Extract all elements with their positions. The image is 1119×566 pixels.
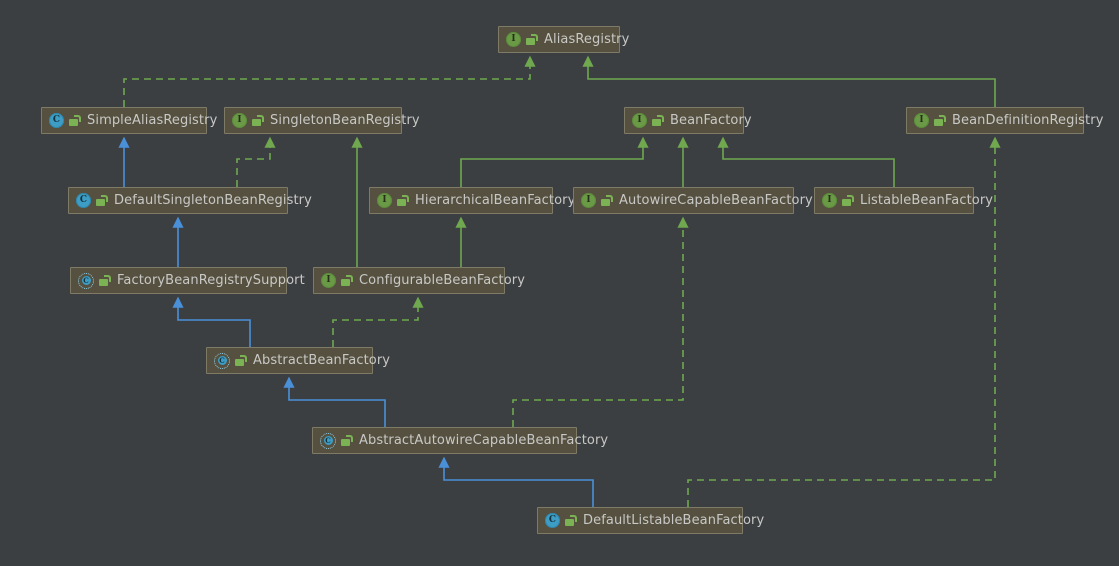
class-node-ConfigurableBeanFactory[interactable]: I ConfigurableBeanFactory: [313, 267, 525, 294]
class-node-AbstractBeanFactory[interactable]: C AbstractBeanFactory: [206, 347, 390, 374]
interface-icon: I: [822, 193, 837, 208]
node-badges: I: [632, 113, 664, 128]
interface-icon: I: [321, 273, 336, 288]
class-node-label: BeanFactory: [670, 113, 752, 128]
lock-icon: [341, 275, 353, 286]
node-badges: C: [76, 193, 108, 208]
lock-icon: [652, 115, 664, 126]
lock-icon: [601, 195, 613, 206]
lock-icon: [96, 195, 108, 206]
class-node-label: HierarchicalBeanFactory: [415, 193, 576, 208]
class-node-DefaultSingletonBeanRegistry[interactable]: C DefaultSingletonBeanRegistry: [68, 187, 312, 214]
abstract-class-icon: C: [78, 272, 94, 289]
node-badges: I: [822, 193, 854, 208]
class-icon: C: [76, 193, 91, 208]
lock-icon: [526, 34, 538, 45]
class-node-ListableBeanFactory[interactable]: I ListableBeanFactory: [814, 187, 993, 214]
class-node-label: ConfigurableBeanFactory: [359, 273, 526, 288]
node-badges: I: [914, 113, 946, 128]
lock-icon: [565, 515, 577, 526]
class-node-SimpleAliasRegistry[interactable]: C SimpleAliasRegistry: [41, 107, 217, 134]
class-node-label: BeanDefinitionRegistry: [952, 113, 1104, 128]
class-icon: C: [49, 113, 64, 128]
class-node-label: DefaultListableBeanFactory: [583, 513, 765, 528]
class-node-label: FactoryBeanRegistrySupport: [117, 273, 305, 288]
lock-icon: [235, 355, 247, 366]
class-node-BeanFactory[interactable]: I BeanFactory: [624, 107, 752, 134]
interface-icon: I: [506, 32, 521, 47]
class-node-label: SimpleAliasRegistry: [87, 113, 218, 128]
node-badges: C: [49, 113, 81, 128]
node-badges: I: [321, 273, 353, 288]
interface-icon: I: [914, 113, 929, 128]
class-node-label: DefaultSingletonBeanRegistry: [114, 193, 312, 208]
node-badges: C: [214, 352, 247, 369]
node-badges: C: [78, 272, 111, 289]
interface-icon: I: [632, 113, 647, 128]
class-node-BeanDefinitionRegistry[interactable]: I BeanDefinitionRegistry: [906, 107, 1103, 134]
class-node-AutowireCapableBeanFactory[interactable]: I AutowireCapableBeanFactory: [573, 187, 813, 214]
lock-icon: [842, 195, 854, 206]
class-node-label: ListableBeanFactory: [860, 193, 994, 208]
abstract-class-icon: C: [320, 432, 336, 449]
node-badges: C: [545, 513, 577, 528]
interface-icon: I: [581, 193, 596, 208]
interface-icon: I: [232, 113, 247, 128]
class-node-DefaultListableBeanFactory[interactable]: C DefaultListableBeanFactory: [537, 507, 764, 534]
class-node-AliasRegistry[interactable]: I AliasRegistry: [498, 26, 629, 53]
class-node-HierarchicalBeanFactory[interactable]: I HierarchicalBeanFactory: [369, 187, 575, 214]
lock-icon: [397, 195, 409, 206]
node-badges: C: [320, 432, 353, 449]
node-badges: I: [232, 113, 264, 128]
lock-icon: [69, 115, 81, 126]
class-node-SingletonBeanRegistry[interactable]: I SingletonBeanRegistry: [224, 107, 420, 134]
abstract-class-icon: C: [214, 352, 230, 369]
lock-icon: [252, 115, 264, 126]
lock-icon: [341, 435, 353, 446]
interface-icon: I: [377, 193, 392, 208]
node-badges: I: [581, 193, 613, 208]
class-node-label: AbstractBeanFactory: [253, 353, 391, 368]
lock-icon: [99, 275, 111, 286]
lock-icon: [934, 115, 946, 126]
class-node-label: SingletonBeanRegistry: [270, 113, 420, 128]
class-node-FactoryBeanRegistrySupport[interactable]: C FactoryBeanRegistrySupport: [70, 267, 305, 294]
node-badges: I: [506, 32, 538, 47]
class-node-label: AutowireCapableBeanFactory: [619, 193, 813, 208]
class-icon: C: [545, 513, 560, 528]
class-node-label: AbstractAutowireCapableBeanFactory: [359, 433, 609, 448]
node-badges: I: [377, 193, 409, 208]
class-node-label: AliasRegistry: [544, 32, 630, 47]
class-node-AbstractAutowireCapableBeanFactory[interactable]: C AbstractAutowireCapableBeanFactory: [312, 427, 608, 454]
